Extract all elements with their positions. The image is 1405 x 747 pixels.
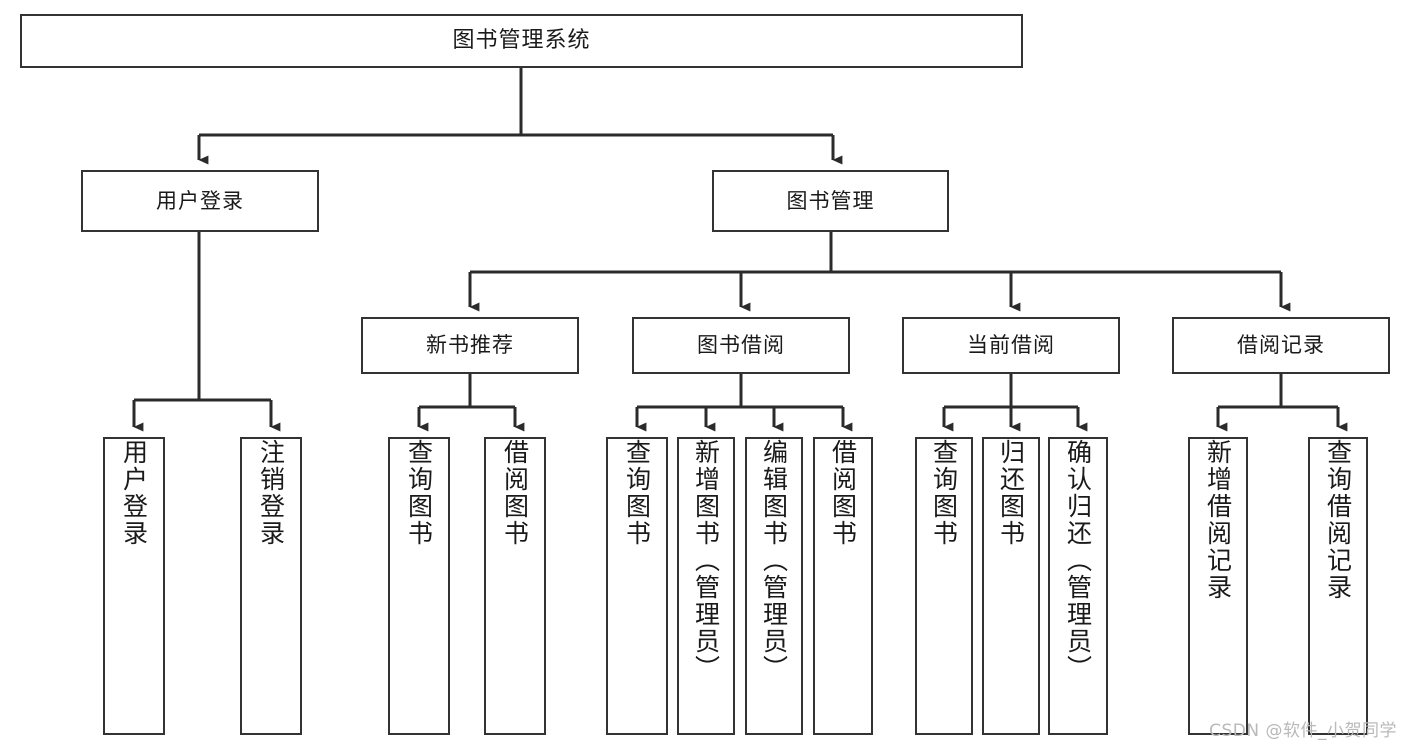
node-current-borrow-label: 当前借阅: [967, 333, 1055, 358]
node-borrow-record[interactable]: 借阅记录: [1172, 317, 1390, 374]
node-leaf-add-record[interactable]: 新增借阅记录: [1188, 437, 1248, 735]
node-book-borrow-label: 图书借阅: [697, 333, 785, 358]
node-leaf-logout-label: 注销登录: [256, 439, 286, 547]
node-leaf-query-book-2[interactable]: 查询图书: [606, 437, 668, 735]
node-new-book-rec-label: 新书推荐: [426, 333, 514, 358]
node-leaf-edit-book[interactable]: 编辑图书（管理员）: [745, 437, 803, 735]
node-book-borrow[interactable]: 图书借阅: [632, 317, 850, 374]
node-new-book-rec[interactable]: 新书推荐: [361, 317, 579, 374]
watermark-text: CSDN @软件_小贺同学: [1209, 721, 1397, 741]
node-leaf-return-book[interactable]: 归还图书: [982, 437, 1040, 735]
node-leaf-edit-book-label: 编辑图书（管理员）: [759, 439, 789, 682]
node-leaf-query-record-label: 查询借阅记录: [1323, 439, 1353, 601]
node-leaf-query-book-3[interactable]: 查询图书: [915, 437, 973, 735]
node-leaf-borrow-book-1-label: 借阅图书: [500, 439, 530, 547]
node-leaf-borrow-book-2-label: 借阅图书: [828, 439, 858, 547]
node-user-login[interactable]: 用户登录: [81, 170, 319, 232]
node-root[interactable]: 图书管理系统: [20, 14, 1023, 68]
node-leaf-logout[interactable]: 注销登录: [240, 437, 302, 735]
node-user-login-label: 用户登录: [156, 188, 244, 213]
node-leaf-return-book-label: 归还图书: [996, 439, 1026, 547]
node-root-label: 图书管理系统: [452, 28, 591, 54]
node-leaf-user-login[interactable]: 用户登录: [103, 437, 165, 735]
node-leaf-user-login-label: 用户登录: [119, 439, 149, 547]
node-leaf-query-book-2-label: 查询图书: [622, 439, 652, 547]
node-leaf-query-book-1-label: 查询图书: [404, 439, 434, 547]
node-leaf-confirm-return[interactable]: 确认归还（管理员）: [1048, 437, 1108, 735]
node-leaf-add-book[interactable]: 新增图书（管理员）: [677, 437, 735, 735]
node-leaf-query-book-3-label: 查询图书: [929, 439, 959, 547]
node-leaf-add-book-label: 新增图书（管理员）: [691, 439, 721, 682]
node-book-manage-label: 图书管理: [786, 188, 875, 213]
node-borrow-record-label: 借阅记录: [1237, 333, 1325, 358]
node-current-borrow[interactable]: 当前借阅: [902, 317, 1120, 374]
node-leaf-borrow-book-2[interactable]: 借阅图书: [813, 437, 873, 735]
node-leaf-query-book-1[interactable]: 查询图书: [388, 437, 450, 735]
node-leaf-confirm-return-label: 确认归还（管理员）: [1063, 439, 1093, 682]
node-book-manage[interactable]: 图书管理: [712, 170, 949, 232]
node-leaf-query-record[interactable]: 查询借阅记录: [1308, 437, 1368, 735]
node-leaf-add-record-label: 新增借阅记录: [1203, 439, 1233, 601]
node-leaf-borrow-book-1[interactable]: 借阅图书: [484, 437, 546, 735]
